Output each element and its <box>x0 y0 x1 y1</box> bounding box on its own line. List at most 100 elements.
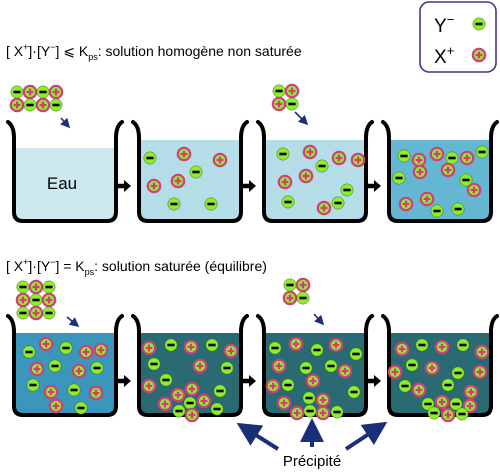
anion-y-minus <box>347 385 361 399</box>
cation-x-plus <box>146 178 162 194</box>
process-arrow <box>243 180 256 192</box>
cation-x-plus <box>184 381 200 397</box>
anion-y-minus <box>315 159 329 173</box>
anion-y-minus <box>26 378 40 392</box>
anion-y-minus <box>49 98 63 112</box>
cation-x-plus <box>183 339 199 355</box>
beaker-1-water <box>6 120 124 223</box>
anion-y-minus <box>456 338 470 352</box>
legend-box: Y− X+ <box>419 1 497 73</box>
anion-y-minus <box>42 306 56 320</box>
anion-y-minus <box>455 407 469 421</box>
cation-x-plus <box>315 392 331 408</box>
anion-y-minus <box>451 366 465 380</box>
cation-x-plus <box>472 364 488 380</box>
anion-y-minus <box>164 338 178 352</box>
anion-y-minus <box>331 196 345 210</box>
anion-y-minus <box>147 357 161 371</box>
beaker-wall <box>256 120 374 223</box>
cation-x-plus <box>71 363 87 379</box>
cation-x-plus <box>316 200 332 216</box>
cation-x-plus <box>223 343 239 359</box>
cation-x-plus <box>440 162 456 178</box>
cation-x-plus <box>170 173 186 189</box>
cation-x-plus <box>282 290 298 306</box>
anion-y-minus <box>415 338 429 352</box>
anion-y-minus <box>340 183 354 197</box>
addition-arrow <box>66 316 80 328</box>
cation-x-plus <box>28 305 44 321</box>
cation-x-plus <box>288 336 304 352</box>
cation-x-plus <box>29 361 45 377</box>
process-arrow <box>243 375 256 387</box>
legend-frame <box>419 1 497 73</box>
anion-y-minus <box>459 173 473 187</box>
anion-y-minus <box>397 149 411 163</box>
precipitate-arrows <box>236 418 388 451</box>
cation-x-plus <box>271 96 287 112</box>
row2-equation: [ X+]·[Y−] = Kps: solution saturée (équi… <box>6 257 267 277</box>
anion-y-minus <box>475 145 489 159</box>
water-label: Eau <box>47 174 77 193</box>
anion-y-minus <box>36 85 50 99</box>
anion-y-minus <box>441 378 455 392</box>
cation-x-plus <box>424 360 440 376</box>
anion-y-minus <box>272 84 286 98</box>
anion-y-minus <box>276 147 290 161</box>
cation-x-plus <box>184 407 200 423</box>
cation-x-plus <box>387 364 403 380</box>
cation-x-plus <box>295 277 311 293</box>
cation-x-plus <box>471 47 487 63</box>
cation-x-plus <box>276 395 292 411</box>
anion-y-minus <box>159 373 173 387</box>
beaker-liquid <box>14 148 116 221</box>
cation-x-plus <box>48 84 64 100</box>
beaker-wall <box>381 120 499 223</box>
anion-y-minus <box>303 404 317 418</box>
anion-y-minus <box>421 397 435 411</box>
anion-y-minus <box>283 278 297 292</box>
cation-x-plus <box>28 279 44 295</box>
cation-x-plus <box>48 398 64 414</box>
precipitate-arrow-right <box>344 421 388 451</box>
anion-y-minus <box>449 397 463 411</box>
beaker-wall <box>256 314 374 417</box>
anion-y-minus <box>90 361 104 375</box>
precipitate-arrow-left <box>236 422 280 451</box>
cation-x-plus <box>394 341 410 357</box>
cation-x-plus <box>289 405 305 421</box>
cation-x-plus <box>38 336 54 352</box>
cation-x-plus <box>419 191 435 207</box>
anion-y-minus <box>330 405 344 419</box>
cation-x-plus <box>398 196 414 212</box>
cation-x-plus <box>41 292 57 308</box>
cation-x-plus <box>78 344 94 360</box>
anion-y-minus <box>268 341 282 355</box>
salt-crystal-2 <box>271 83 300 112</box>
beaker-wall <box>6 314 124 417</box>
beaker-5-saturated <box>6 314 124 417</box>
salt-crystal-1 <box>9 84 64 113</box>
cation-x-plus <box>412 164 428 180</box>
cation-x-plus <box>9 97 25 113</box>
anion-y-minus <box>23 98 37 112</box>
cation-x-plus <box>271 358 287 374</box>
anion-y-minus <box>430 204 444 218</box>
anion-y-minus <box>42 280 56 294</box>
cation-x-plus <box>141 340 157 356</box>
cation-x-plus <box>474 344 490 360</box>
process-arrow <box>118 375 131 387</box>
cation-x-plus <box>434 339 450 355</box>
cation-x-plus <box>459 150 475 166</box>
anion-y-minus <box>427 406 441 420</box>
cation-x-plus <box>466 182 482 198</box>
anion-y-minus <box>29 293 43 307</box>
anion-y-minus <box>299 361 313 375</box>
cation-x-plus <box>157 396 173 412</box>
cation-x-plus <box>284 83 300 99</box>
cation-x-plus <box>43 384 59 400</box>
anion-y-minus <box>167 197 181 211</box>
legend-cation-label: X+ <box>434 43 454 68</box>
cation-x-plus <box>196 393 212 409</box>
anion-y-minus <box>281 195 295 209</box>
